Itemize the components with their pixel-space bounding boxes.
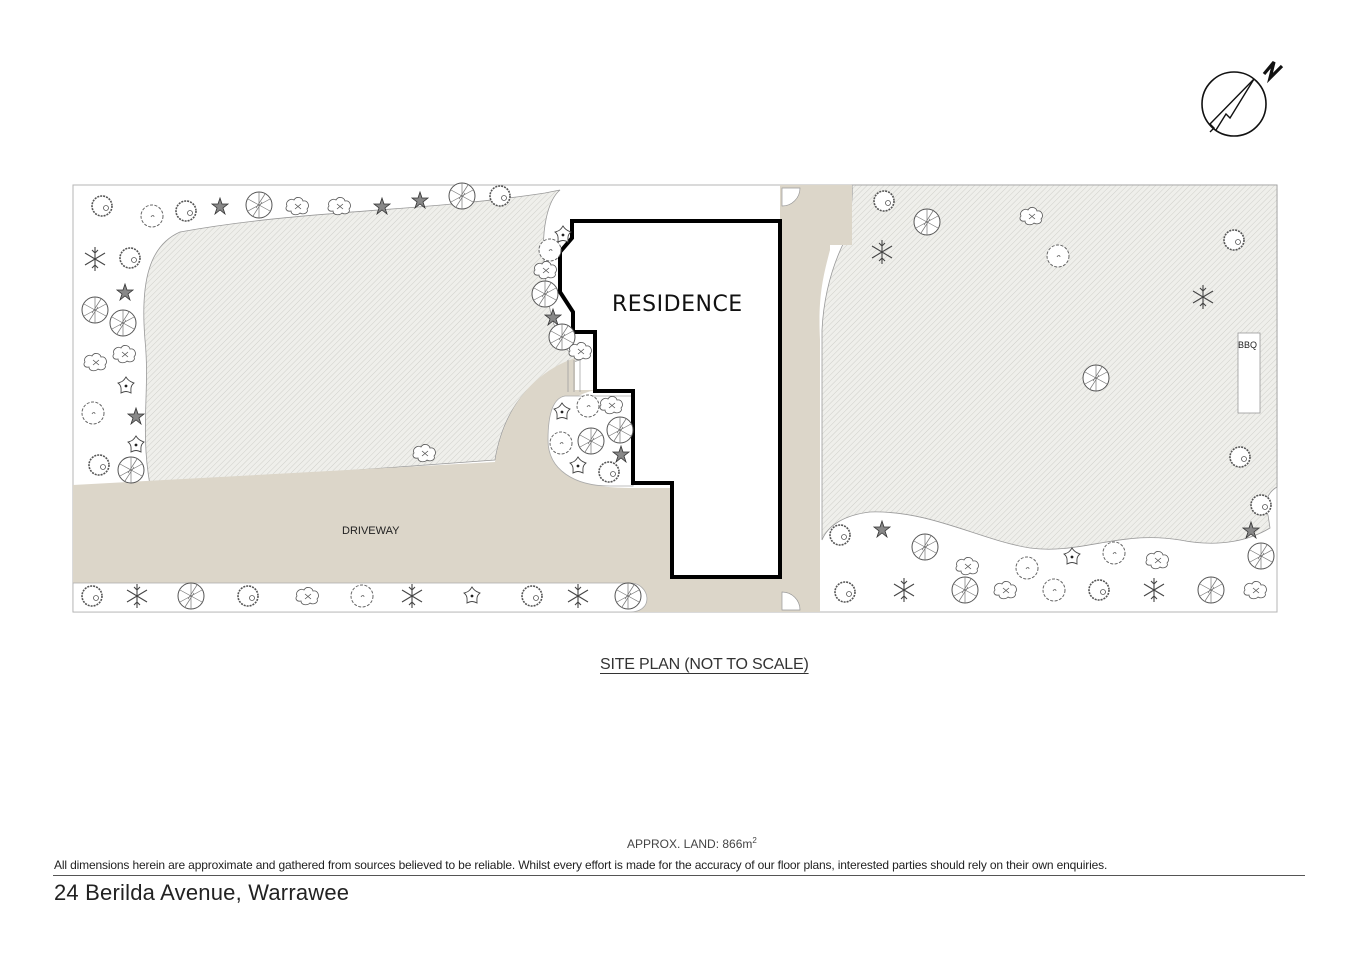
plan-title: SITE PLAN (NOT TO SCALE) (600, 656, 809, 673)
approx-land-unit: 2 (752, 836, 757, 845)
residence-label: RESIDENCE (612, 292, 743, 317)
bbq-label: BBQ (1238, 340, 1258, 350)
approx-land-label: APPROX. LAND: (627, 837, 720, 851)
property-address: 24 Berilda Avenue, Warrawee (54, 880, 350, 905)
approx-land: APPROX. LAND: 866m2 (627, 836, 757, 851)
approx-land-value: 866m (722, 837, 753, 851)
north-arrow-icon (1201, 60, 1284, 137)
divider (53, 875, 1305, 876)
disclaimer: All dimensions herein are approximate an… (54, 858, 1108, 872)
driveway-label: DRIVEWAY (342, 525, 400, 537)
